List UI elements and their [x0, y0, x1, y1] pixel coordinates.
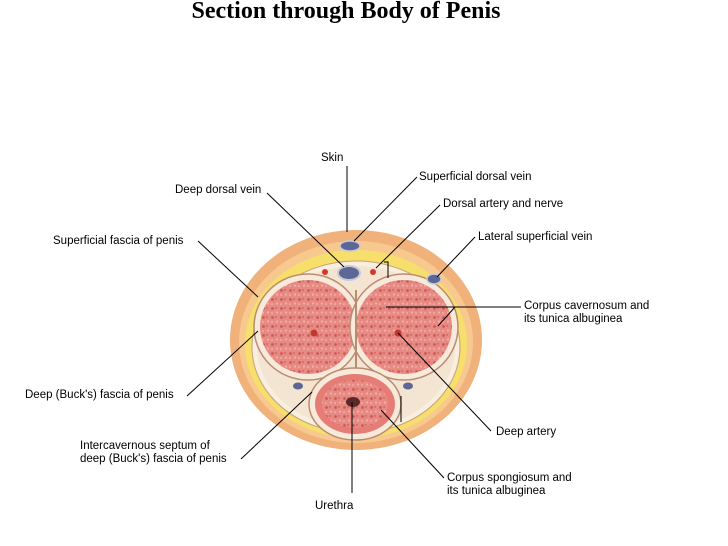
deep-dorsal-vein	[337, 265, 361, 281]
lateral-vein-right	[403, 382, 413, 390]
leader-lateral-superficial-vein	[436, 236, 476, 278]
leader-superficial-dorsal-vein	[353, 176, 418, 242]
urethra-lumen	[346, 397, 360, 407]
superficial-dorsal-vein	[339, 240, 361, 252]
leader-deep-dorsal-vein	[266, 192, 345, 268]
label-deep-bucks-fascia: Deep (Buck's) fascia of penis	[25, 389, 174, 401]
label-corpus-cavernosum-line2: its tunica albuginea	[524, 313, 623, 325]
label-septum-line2: deep (Buck's) fascia of penis	[80, 453, 227, 465]
label-deep-artery: Deep artery	[496, 426, 557, 438]
leader-septum	[240, 391, 313, 460]
leader-corpus-cavernosum-2	[437, 306, 456, 327]
leader-superficial-fascia	[197, 240, 259, 298]
lateral-vein-left	[293, 382, 303, 390]
label-corpus-cavernosum-line1: Corpus cavernosum and	[524, 300, 650, 312]
label-intercavernous-septum: Intercavernous septum of deep (Buck's) f…	[80, 440, 227, 466]
leader-deep-artery	[397, 332, 492, 432]
leader-bucks-fascia	[186, 330, 259, 397]
label-superficial-fascia: Superficial fascia of penis	[53, 235, 184, 247]
page-title: Section through Body of Penis	[191, 0, 501, 24]
label-urethra: Urethra	[315, 500, 354, 512]
leader-dorsal-artery	[375, 204, 441, 269]
label-corpus-spongiosum-line1: Corpus spongiosum and	[447, 472, 572, 484]
corpus-spongiosum	[308, 367, 402, 441]
dorsal-artery-right	[370, 269, 376, 275]
corpus-cavernosum-left	[253, 273, 363, 381]
corpus-cavernosum-right	[349, 273, 459, 381]
leader-corpus-spongiosum	[380, 409, 445, 479]
label-corpus-spongiosum: Corpus spongiosum and its tunica albugin…	[447, 472, 572, 498]
label-lateral-superficial-vein: Lateral superficial vein	[478, 231, 593, 243]
label-corpus-spongiosum-line2: its tunica albuginea	[447, 485, 546, 497]
label-dorsal-artery-and-nerve: Dorsal artery and nerve	[443, 198, 564, 210]
label-septum-line1: Intercavernous septum of	[80, 440, 210, 452]
dorsal-artery-left	[322, 269, 328, 275]
label-corpus-cavernosum: Corpus cavernosum and its tunica albugin…	[524, 300, 649, 326]
deep-artery-left	[310, 329, 318, 337]
label-superficial-dorsal-vein: Superficial dorsal vein	[419, 171, 532, 183]
label-deep-dorsal-vein: Deep dorsal vein	[175, 184, 262, 196]
leader-dorsal-artery-tick	[384, 261, 389, 278]
label-skin: Skin	[321, 152, 344, 164]
